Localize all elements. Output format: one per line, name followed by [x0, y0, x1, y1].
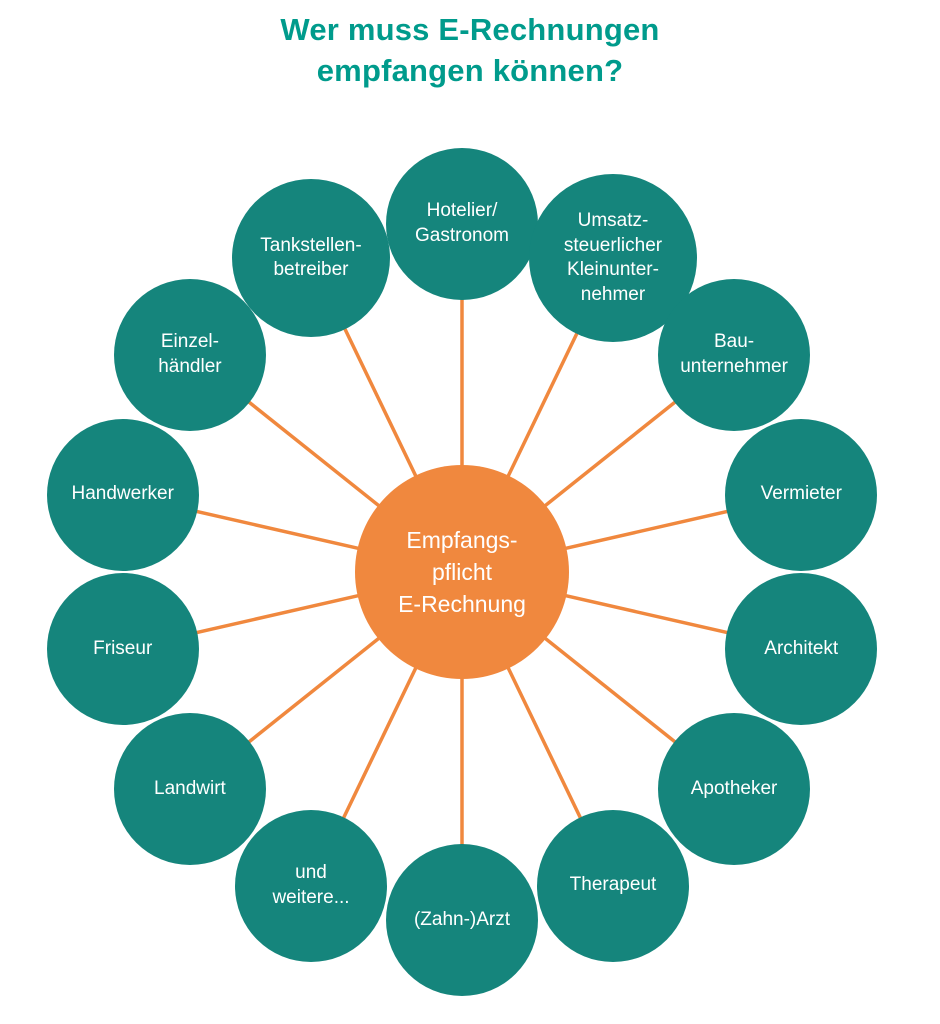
node-label-tankstellenbetreiber: Tankstellen- betreiber — [260, 234, 362, 281]
node-architekt: Architekt — [725, 573, 878, 726]
node-label-umsatzsteuerlicher-kleinunternehmer: Umsatz- steuerlicher Kleinunter- nehmer — [563, 210, 663, 306]
node-einzelhaendler: Einzel- händler — [113, 279, 266, 432]
node-label-hotelier-gastronom: Hotelier/ Gastronom — [415, 200, 509, 246]
node-label-vermieter: Vermieter — [760, 483, 842, 505]
node-therapeut: Therapeut — [536, 809, 689, 962]
node-label-und-weitere: und weitere... — [272, 861, 350, 908]
node-tankstellenbetreiber: Tankstellen- betreiber — [232, 179, 390, 338]
node-label-friseur: Friseur — [93, 638, 153, 660]
node-label-apotheker: Apotheker — [690, 777, 778, 799]
node-hotelier-gastronom: Hotelier/ Gastronom — [386, 148, 538, 300]
node-label-handwerker: Handwerker — [71, 483, 174, 505]
node-bauunternehmer: Bau- unternehmer — [658, 279, 811, 432]
node-label-einzelhaendler: Einzel- händler — [158, 331, 222, 378]
node-apotheker: Apotheker — [658, 712, 811, 865]
node-label-zahn-arzt: (Zahn-)Arzt — [413, 908, 511, 930]
node-handwerker: Handwerker — [46, 418, 199, 571]
node-label-bauunternehmer: Bau- unternehmer — [680, 331, 788, 378]
node-und-weitere: und weitere... — [235, 809, 387, 962]
center-node: Empfangs- pflicht E-Rechnung — [355, 465, 569, 679]
node-landwirt: Landwirt — [113, 712, 266, 865]
node-label-therapeut: Therapeut — [569, 874, 657, 896]
node-zahn-arzt: (Zahn-)Arzt — [386, 844, 538, 996]
node-vermieter: Vermieter — [725, 418, 878, 571]
node-label-architekt: Architekt — [764, 638, 839, 660]
node-label-landwirt: Landwirt — [154, 777, 226, 799]
center-node-label: Empfangs- pflicht E-Rechnung — [398, 526, 526, 618]
diagram-title: Wer muss E-Rechnungen empfangen können? — [280, 12, 660, 88]
node-friseur: Friseur — [46, 573, 199, 726]
